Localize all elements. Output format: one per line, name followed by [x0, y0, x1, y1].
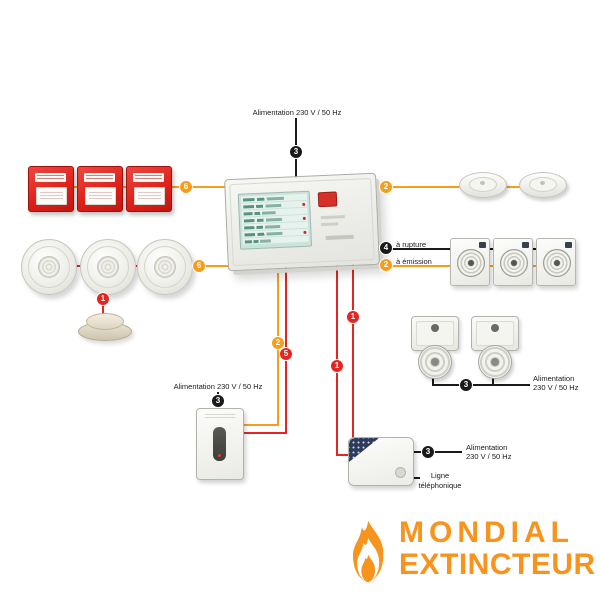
power-supply-slot	[213, 427, 226, 461]
logo-flame-icon	[353, 520, 384, 583]
wire-door-holder-1-drop	[432, 376, 434, 386]
sounder	[450, 238, 490, 286]
wire-phone-line	[412, 477, 420, 479]
badge-door-holders-power: 3	[460, 379, 472, 391]
manual-call-point	[28, 166, 74, 212]
label-door-power-line1: Alimentation	[533, 374, 575, 383]
wire-smoke-detectors-orange	[180, 265, 235, 267]
control-panel	[224, 172, 380, 272]
panel-marking	[320, 215, 345, 220]
wire-door-holders-power	[432, 384, 530, 386]
badge-transmitter-line-upper: 1	[347, 311, 359, 323]
wire-transmitter-lower-horizontal	[338, 454, 350, 456]
transmitter-button	[395, 467, 406, 478]
door-holder-magnet	[478, 345, 512, 379]
label-phone-line1: Ligne	[430, 471, 450, 480]
badge-heat-detectors: 2	[380, 181, 392, 193]
label-emission: à émission	[396, 257, 432, 266]
label-rupture: à rupture	[396, 240, 427, 249]
door-holder-box	[411, 316, 459, 351]
transmitter-speaker-corner	[349, 438, 379, 462]
heat-detector	[519, 172, 567, 198]
panel-marking	[325, 234, 354, 240]
badge-sounders-rupture: 4	[380, 242, 392, 254]
logo-word-2: EXTINCTEUR	[399, 548, 596, 581]
phone-transmitter	[348, 437, 414, 486]
sounder-led	[479, 242, 486, 248]
sounder-led	[565, 242, 572, 248]
badge-transmitter-line-lower: 1	[331, 360, 343, 372]
sounder	[493, 238, 533, 286]
badge-psu-line-orange: 2	[272, 337, 284, 349]
panel-display	[237, 190, 313, 250]
sounder-led	[522, 242, 529, 248]
door-holder-box	[471, 316, 519, 351]
heat-detector	[459, 172, 507, 198]
wire-psu-red-vertical	[285, 250, 287, 434]
badge-psu-power: 3	[212, 395, 224, 407]
remote-indicator-dome	[86, 313, 124, 330]
badge-psu-line-red: 5	[280, 348, 292, 360]
label-tx-power-line1: Alimentation	[466, 443, 508, 452]
call-point-glass	[134, 187, 165, 205]
wire-transmitter-lower-vertical	[336, 250, 338, 456]
wire-door-holder-2-drop	[492, 376, 494, 386]
smoke-detector	[137, 239, 193, 295]
label-door-power-line2: 230 V / 50 Hz	[533, 383, 579, 392]
call-point-label-strip	[35, 173, 66, 182]
sounder	[536, 238, 576, 286]
wire-psu-orange-horizontal	[242, 424, 279, 426]
badge-call-points: 6	[180, 181, 192, 193]
sounder-speaker	[500, 249, 528, 277]
label-phone-line2: téléphonique	[418, 481, 462, 490]
smoke-detector	[80, 239, 136, 295]
label-top-power: Alimentation 230 V / 50 Hz	[252, 108, 342, 117]
badge-smoke-detectors: 6	[193, 260, 205, 272]
wire-psu-red-horizontal	[242, 432, 287, 434]
sounder-speaker	[457, 249, 485, 277]
badge-top-power: 3	[290, 146, 302, 158]
power-supply	[196, 408, 244, 480]
badge-sounders-emission: 2	[380, 259, 392, 271]
smoke-detector	[21, 239, 77, 295]
call-point-label-strip	[133, 173, 164, 182]
label-tx-power-line2: 230 V / 50 Hz	[466, 452, 512, 461]
door-holder-magnet	[418, 345, 452, 379]
manual-call-point	[126, 166, 172, 212]
badge-remote-indicator: 1	[97, 293, 109, 305]
badge-transmitter-power: 3	[422, 446, 434, 458]
door-holder	[408, 316, 460, 379]
panel-marking	[321, 222, 339, 227]
call-point-glass	[85, 187, 116, 205]
call-point-glass	[36, 187, 67, 205]
manual-call-point	[77, 166, 123, 212]
wire-transmitter-power	[412, 451, 462, 453]
door-holder	[468, 316, 520, 379]
call-point-label-strip	[84, 173, 115, 182]
panel-alarm-block	[317, 191, 338, 208]
label-psu-power: Alimentation 230 V / 50 Hz	[173, 382, 263, 391]
wire-transmitter-upper	[352, 250, 354, 438]
sounder-speaker	[543, 249, 571, 277]
logo-word-1: MONDIAL	[399, 516, 574, 549]
